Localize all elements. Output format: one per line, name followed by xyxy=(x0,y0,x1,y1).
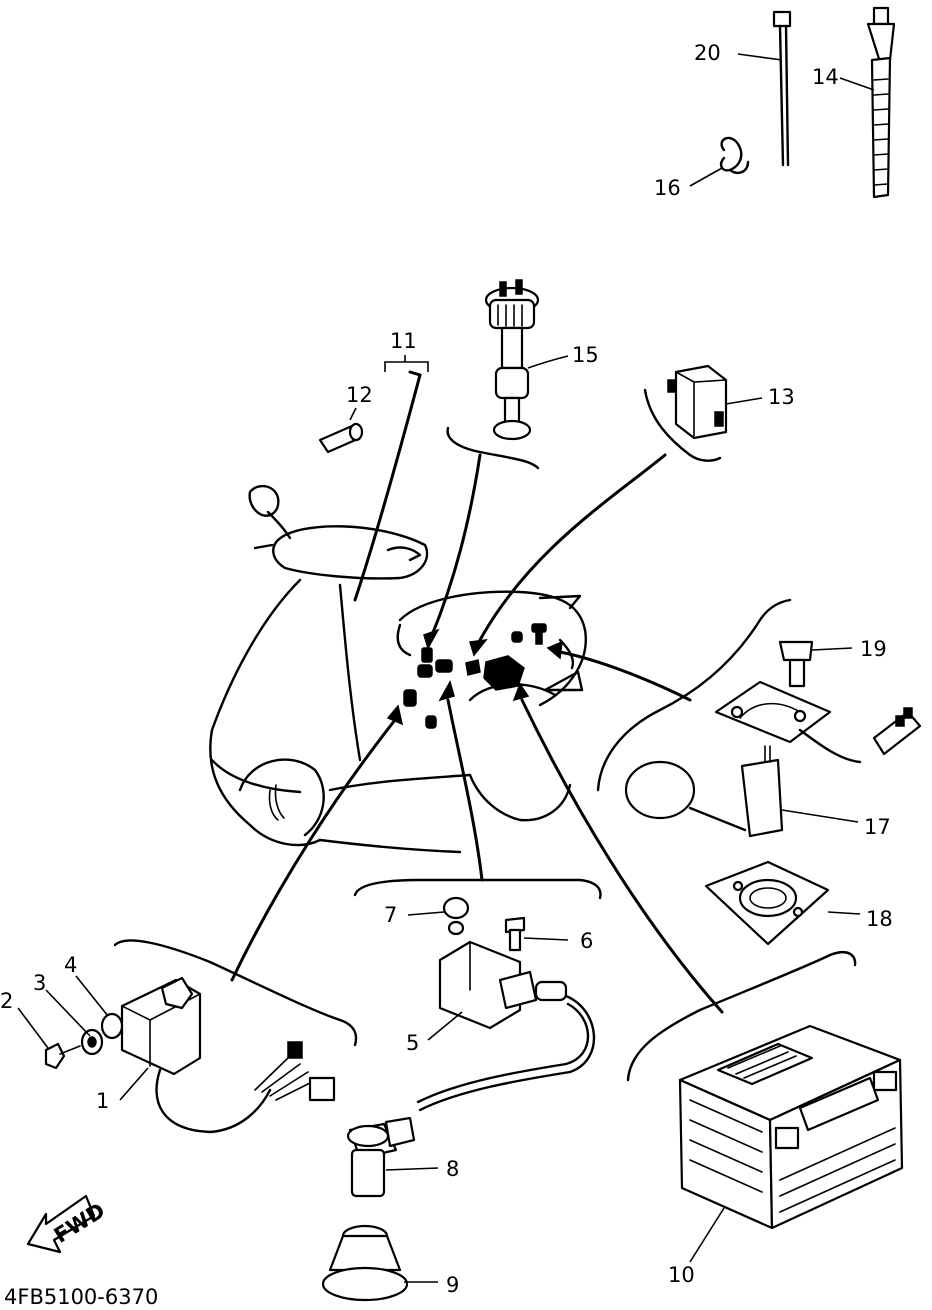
callout-12: 12 xyxy=(346,383,373,407)
callout-8: 8 xyxy=(446,1157,459,1181)
mounted-components xyxy=(403,623,547,729)
callout-10: 10 xyxy=(668,1263,695,1287)
callout-9: 9 xyxy=(446,1273,459,1297)
ignition-coil xyxy=(321,896,596,1302)
sender-unit xyxy=(624,640,922,946)
callout-11: 11 xyxy=(390,329,417,353)
callout-19: 19 xyxy=(860,637,887,661)
callout-17: 17 xyxy=(864,815,891,839)
cdi-unit xyxy=(17,975,336,1134)
callout-6: 6 xyxy=(580,929,593,953)
catalog-code: 4FB5100-6370 xyxy=(4,1285,158,1309)
cable-ties xyxy=(689,6,896,199)
group-brackets xyxy=(113,388,857,1082)
callout-labels: 1 2 3 4 5 6 7 8 9 10 11 12 13 14 15 16 1… xyxy=(0,41,893,1297)
fwd-arrow: FWD xyxy=(26,1194,109,1254)
callout-4: 4 xyxy=(64,953,77,977)
callout-1: 1 xyxy=(96,1089,109,1113)
callout-7: 7 xyxy=(384,903,397,927)
callout-2: 2 xyxy=(0,989,13,1013)
relay-part xyxy=(667,364,763,440)
callout-5: 5 xyxy=(406,1031,419,1055)
callout-3: 3 xyxy=(33,971,46,995)
callout-13: 13 xyxy=(768,385,795,409)
pointer-lines xyxy=(230,370,724,1014)
fuse-part xyxy=(318,355,429,454)
callout-18: 18 xyxy=(866,907,893,931)
callout-14: 14 xyxy=(812,65,839,89)
scooter-outline xyxy=(209,484,587,854)
callout-20: 20 xyxy=(694,41,721,65)
callout-16: 16 xyxy=(654,176,681,200)
battery xyxy=(678,1024,904,1263)
switch-part xyxy=(484,279,569,441)
callout-15: 15 xyxy=(572,343,599,367)
